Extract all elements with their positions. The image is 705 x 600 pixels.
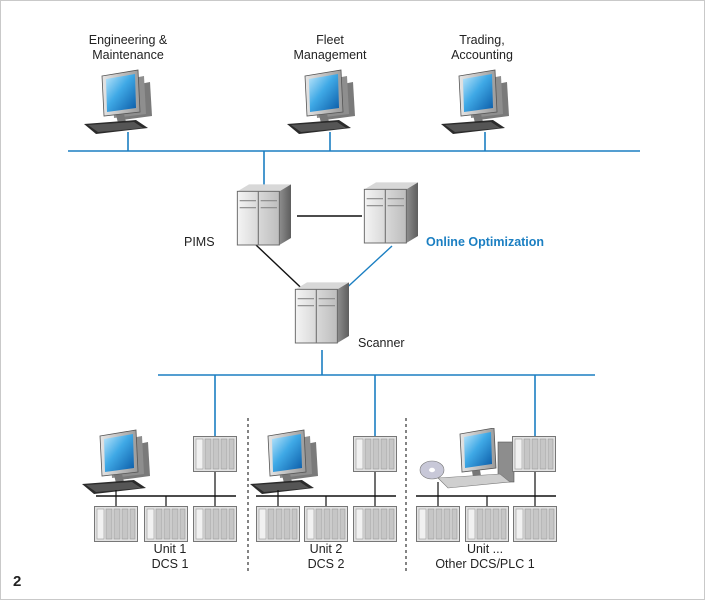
unit3-pc-with-cd-icon (419, 428, 515, 489)
fleet-workstation-icon (286, 69, 356, 135)
pims-server-icon (236, 183, 292, 246)
unit1-controller-rack-top (193, 436, 237, 472)
engineering-workstation-icon (83, 69, 153, 135)
unit3-rack (513, 506, 557, 542)
label-online-optimization: Online Optimization (426, 235, 545, 249)
label-unit3-line1: Unit ... (466, 542, 504, 556)
unit-1-group (81, 429, 237, 542)
label-unit3-line2: Other DCS/PLC 1 (435, 557, 535, 571)
optimization-server-icon (363, 181, 419, 244)
label-unit2: Unit 2 DCS 2 (266, 542, 386, 572)
label-unit2-line2: DCS 2 (307, 557, 345, 571)
label-engineering: Engineering & Maintenance (78, 33, 178, 63)
label-unit3: Unit ... Other DCS/PLC 1 (420, 542, 550, 572)
unit3-rack (465, 506, 509, 542)
unit2-rack (256, 506, 300, 542)
server-cluster (236, 181, 419, 375)
top-network (68, 69, 640, 186)
label-unit1-line1: Unit 1 (153, 542, 187, 556)
label-trading-line2: Accounting (451, 48, 513, 62)
unit3-controller-rack-top (512, 436, 556, 472)
unit3-rack (416, 506, 460, 542)
unit1-rack (94, 506, 138, 542)
label-unit1-line2: DCS 1 (151, 557, 189, 571)
unit1-rack (144, 506, 188, 542)
unit2-rack (304, 506, 348, 542)
label-unit2-line1: Unit 2 (309, 542, 343, 556)
label-trading: Trading, Accounting (432, 33, 532, 63)
unit2-controller-rack-top (353, 436, 397, 472)
unit2-rack (353, 506, 397, 542)
label-engineering-line2: Maintenance (92, 48, 164, 62)
label-fleet-line1: Fleet (316, 33, 344, 47)
unit1-workstation-icon (81, 429, 151, 495)
scanner-server-icon (294, 281, 350, 344)
unit2-workstation-icon (249, 429, 319, 495)
label-fleet-line2: Management (293, 48, 367, 62)
label-pims: PIMS (184, 235, 215, 249)
label-engineering-line1: Engineering & (88, 33, 168, 47)
unit-3-group (416, 428, 557, 542)
control-network (158, 374, 595, 440)
unit-2-group (249, 429, 397, 542)
label-unit1: Unit 1 DCS 1 (110, 542, 230, 572)
label-scanner: Scanner (358, 336, 405, 350)
trading-workstation-icon (440, 69, 510, 135)
label-fleet: Fleet Management (280, 33, 380, 63)
unit1-rack (193, 506, 237, 542)
label-trading-line1: Trading, (459, 33, 505, 47)
figure-number: 2 (13, 573, 22, 590)
